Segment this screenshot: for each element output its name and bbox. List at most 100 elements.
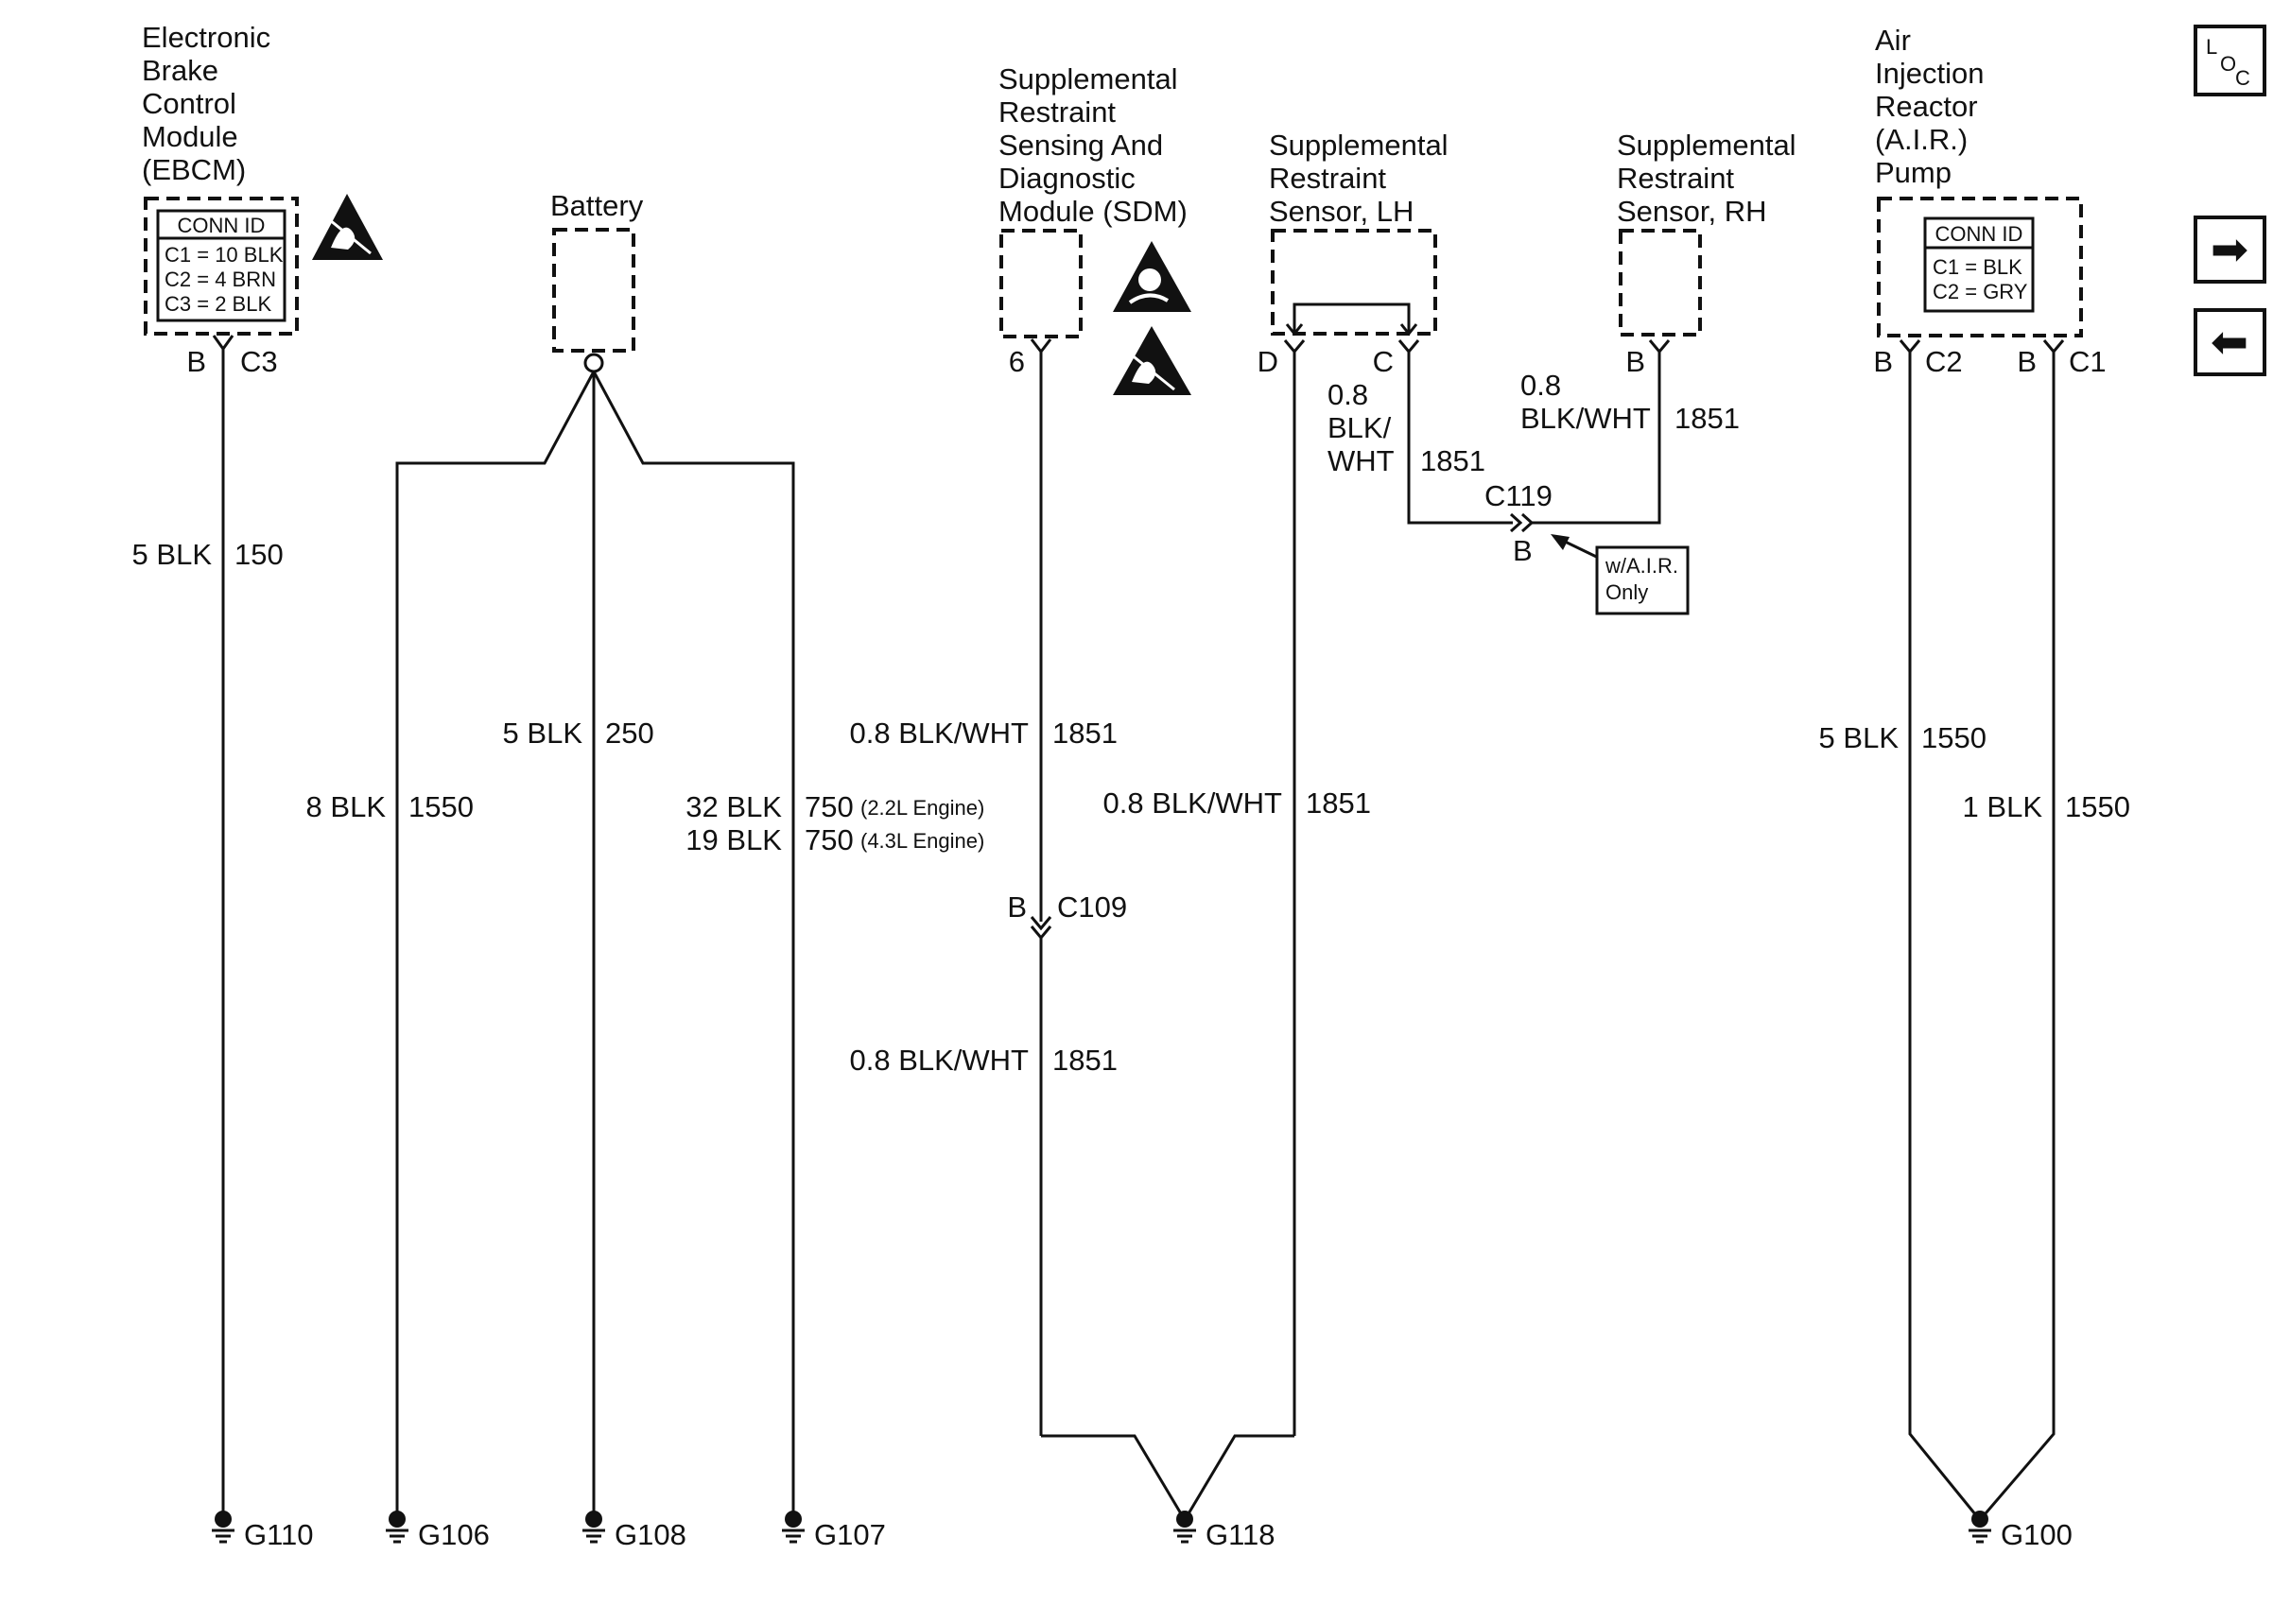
ebcm-wire-circuit: 150	[234, 538, 284, 571]
esd-warning-icon	[312, 194, 383, 260]
air-pump-name-line-2: Injection	[1875, 57, 1984, 90]
ground-label: G118	[1206, 1518, 1275, 1551]
air-pump-c2-wire-circuit: 1550	[1921, 721, 1987, 754]
arrow-left-icon: ⬅	[2211, 316, 2248, 369]
c119-note-line-2: Only	[1605, 580, 1648, 604]
ebcm-wire-color: 5 BLK	[132, 538, 213, 571]
sensor-rh-wire-gauge: 0.8	[1520, 369, 1561, 402]
ground-label: G100	[2001, 1518, 2073, 1551]
ebcm-housing	[144, 197, 299, 336]
air-pump-c1-connector: C1	[2069, 345, 2107, 378]
c109-connector-symbol	[1030, 916, 1052, 1436]
battery-component: Battery 8 BLK 1550 5 BLK 250 32 BLK 750 …	[306, 189, 984, 1512]
sdm-lower-wire-circuit: 1851	[1052, 1044, 1118, 1077]
loc-letter-c: C	[2235, 66, 2250, 90]
ground-label: G110	[244, 1518, 314, 1551]
sensor-lh-c-wire-color-2: WHT	[1327, 444, 1395, 477]
sensor-lh-c-wire-color-1: BLK/	[1327, 411, 1392, 444]
sdm-component: Supplemental Restraint Sensing And Diagn…	[850, 62, 1191, 1436]
air-pump-component: Air Injection Reactor (A.I.R.) Pump CONN…	[1819, 24, 2130, 1521]
c119-pin-label: B	[1513, 534, 1533, 567]
g108-wire-circuit: 250	[605, 717, 654, 750]
c119-note-line-1: w/A.I.R.	[1605, 554, 1678, 578]
c109-connector-name: C109	[1057, 890, 1127, 924]
g106-wire-circuit: 1550	[408, 790, 474, 823]
g107-wire-circuit-43l: 750	[805, 823, 854, 856]
air-pump-name-line-1: Air	[1875, 24, 1911, 57]
sensor-rh-wire-circuit: 1851	[1674, 402, 1740, 435]
sensor-lh-name-line-1: Supplemental	[1269, 129, 1449, 162]
esd-warning-icon	[1113, 326, 1191, 395]
g107-engine-note-22l: (2.2L Engine)	[860, 796, 984, 820]
previous-page-button[interactable]: ⬅	[2194, 308, 2266, 376]
ebcm-name-line-3: Control	[142, 87, 236, 120]
ground-g107: G107	[780, 1509, 886, 1551]
air-pump-conn-id-row: C2 = GRY	[1933, 280, 2028, 303]
sensor-lh-name-line-2: Restraint	[1269, 162, 1386, 195]
sdm-name-line-4: Diagnostic	[998, 162, 1136, 195]
ground-label: G107	[814, 1518, 886, 1551]
ebcm-conn-id-title: CONN ID	[178, 214, 266, 237]
air-pump-name-line-5: Pump	[1875, 156, 1952, 189]
air-pump-conn-id-table: CONN ID C1 = BLK C2 = GRY	[1923, 216, 2035, 313]
ebcm-conn-id-row: C2 = 4 BRN	[165, 268, 276, 291]
loc-letter-o: O	[2220, 52, 2236, 76]
sdm-pin-label: 6	[1009, 345, 1025, 378]
ebcm-name-line-5: (EBCM)	[142, 153, 246, 186]
sdm-name-line-5: Module (SDM)	[998, 195, 1188, 228]
arrow-right-icon: ➡	[2211, 223, 2248, 276]
airbag-warning-icon	[1113, 241, 1191, 312]
air-pump-name-line-4: (A.I.R.)	[1875, 123, 1968, 156]
g107-wire-color-43l: 19 BLK	[685, 823, 782, 856]
ground-label: G108	[615, 1518, 686, 1551]
ebcm-pin-label: B	[186, 345, 206, 378]
g107-engine-note-43l: (4.3L Engine)	[860, 829, 984, 853]
c119-connector-name: C119	[1484, 479, 1553, 512]
air-pump-c1-wire-circuit: 1550	[2065, 790, 2130, 823]
air-pump-c2-connector: C2	[1925, 345, 1963, 378]
sensor-lh-d-wire-circuit: 1851	[1306, 786, 1371, 820]
sensor-rh-wire-color: BLK/WHT	[1520, 402, 1651, 435]
ground-g110: G110	[210, 1509, 314, 1551]
ground-g106: G106	[384, 1509, 490, 1551]
ebcm-conn-id-row: C3 = 2 BLK	[165, 292, 271, 316]
ebcm-name-line-1: Electronic	[142, 21, 270, 54]
sensor-lh-pin-c: C	[1373, 345, 1394, 378]
c119-connector: C119 B w/A.I.R. Only	[1484, 479, 1690, 615]
air-pump-c1-wire-color: 1 BLK	[1963, 790, 2043, 823]
ebcm-conn-id-table: CONN ID C1 = 10 BLK C2 = 4 BRN C3 = 2 BL…	[156, 209, 286, 322]
sensor-lh-name-line-3: Sensor, LH	[1269, 195, 1414, 228]
location-button[interactable]: L O C	[2194, 25, 2266, 96]
battery-housing	[552, 228, 635, 353]
g107-wire-color-22l: 32 BLK	[685, 790, 782, 823]
sensor-lh-housing	[1271, 229, 1437, 336]
ground-g118: G118	[1171, 1509, 1275, 1551]
ebcm-connector-label: C3	[240, 345, 278, 378]
ground-label: G106	[418, 1518, 490, 1551]
sdm-upper-wire-color: 0.8 BLK/WHT	[850, 717, 1030, 750]
sensor-rh-name-line-3: Sensor, RH	[1617, 195, 1767, 228]
loc-letter-l: L	[2206, 35, 2217, 59]
ebcm-name-line-2: Brake	[142, 54, 218, 87]
air-pump-c2-wire-color: 5 BLK	[1819, 721, 1900, 754]
sensor-rh-pin: B	[1625, 345, 1645, 378]
sensor-rh-name-line-1: Supplemental	[1617, 129, 1796, 162]
sensor-rh-housing	[1619, 229, 1702, 337]
air-pump-c1-pin: B	[2017, 345, 2037, 378]
sdm-upper-wire-circuit: 1851	[1052, 717, 1118, 750]
sensor-rh-component: Supplemental Restraint Sensor, RH B 0.8 …	[1520, 129, 1796, 525]
battery-name: Battery	[550, 189, 644, 222]
next-page-button[interactable]: ➡	[2194, 216, 2266, 284]
sdm-lower-wire-color: 0.8 BLK/WHT	[850, 1044, 1030, 1077]
sdm-name-line-1: Supplemental	[998, 62, 1178, 95]
sensor-lh-c-wire-gauge: 0.8	[1327, 378, 1368, 411]
c109-pin-label: B	[1007, 890, 1027, 924]
sdm-name-line-2: Restraint	[998, 95, 1116, 129]
ebcm-conn-id-row: C1 = 10 BLK	[165, 243, 284, 267]
g107-wire-circuit-22l: 750	[805, 790, 854, 823]
air-pump-conn-id-row: C1 = BLK	[1933, 255, 2022, 279]
air-pump-housing	[1877, 197, 2083, 337]
air-pump-c2-pin: B	[1873, 345, 1893, 378]
ebcm-component: Electronic Brake Control Module (EBCM) C…	[132, 21, 383, 1512]
